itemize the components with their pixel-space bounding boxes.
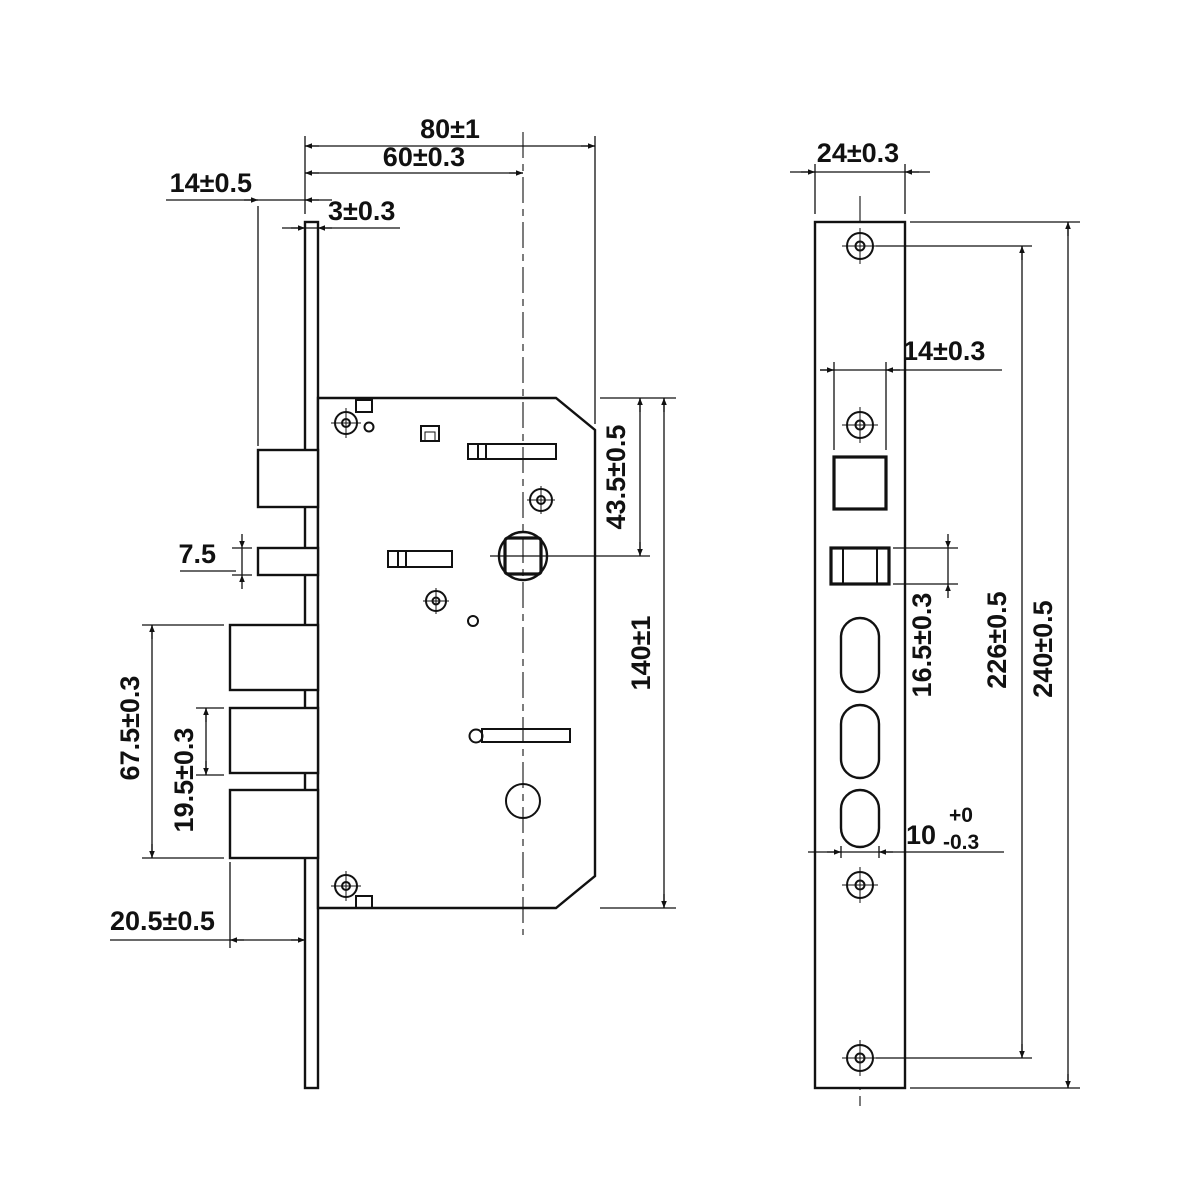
deadbolt-slot-3: [839, 788, 881, 849]
latch-bolt: [256, 448, 320, 509]
screw-hole: [842, 867, 878, 903]
dim-label-deadbolt-pitch: 19.5±0.3: [169, 728, 199, 833]
dim-label-latch-projection: 14±0.5: [170, 168, 252, 198]
dim-case-depth: 80±1: [305, 114, 595, 149]
tab-top: [355, 399, 373, 413]
dim-label-faceplate-thickness: 3±0.3: [328, 196, 395, 226]
dim-label-slot-tol-upper: +0: [949, 804, 973, 827]
dim-label-case-depth: 80±1: [420, 114, 480, 144]
spring-bar-mid: [387, 550, 453, 568]
dim-deadbolt-pitch: 19.5±0.3: [169, 708, 209, 833]
dim-case-height: 140±1: [626, 398, 667, 908]
lever-pivot: [468, 728, 484, 744]
dim-label-slot-width: 10: [906, 820, 936, 850]
dim-faceplate-thickness: 3±0.3: [282, 196, 400, 231]
stop-block-inner: [424, 431, 436, 442]
front-view: [813, 220, 907, 1090]
aux-cutout: [829, 546, 891, 586]
side-view: [228, 220, 597, 1090]
latch-cutout-square: [832, 455, 888, 511]
deadbolt-2: [228, 706, 320, 775]
dim-label-latch-cutout: 14±0.3: [903, 336, 985, 366]
deadbolt-3: [228, 788, 320, 860]
aux-bolt: [256, 546, 320, 577]
tab-bottom: [355, 895, 373, 909]
dim-label-screw-spacing: 226±0.5: [982, 591, 1012, 688]
dim-label-slot-tol-lower: -0.3: [943, 831, 979, 854]
deadbolt-1: [228, 623, 320, 692]
dimensions-side: 80±1 60±0.3 14±0.5 3±0.3 43.5±0.: [110, 114, 676, 948]
dim-deadbolt-projection: 20.5±0.5: [110, 906, 305, 943]
dim-label-plate-width: 24±0.3: [817, 138, 899, 168]
pin-mid: [467, 615, 479, 627]
dim-label-backset: 60±0.3: [383, 142, 465, 172]
deadbolt-slot-1: [839, 616, 881, 694]
dim-aux-cutout: 16.5±0.3: [907, 534, 951, 698]
faceplate-screw-holes: [842, 228, 878, 1076]
dim-label-top-to-hub: 43.5±0.5: [601, 425, 631, 530]
dim-label-plate-length: 240±0.5: [1028, 600, 1058, 697]
lever-bar-low: [481, 728, 571, 743]
dim-latch-projection: 14±0.5: [166, 168, 332, 203]
screw-hole: [842, 407, 878, 443]
deadbolt-slot-2: [839, 703, 881, 780]
dim-backset: 60±0.3: [305, 142, 523, 176]
dim-plate-width: 24±0.3: [790, 138, 930, 175]
dim-latch-cutout: 14±0.3: [820, 336, 1002, 373]
dim-plate-length: 240±0.5: [1028, 222, 1071, 1088]
screw-hole: [842, 1040, 878, 1076]
dim-screw-spacing: 226±0.5: [982, 246, 1025, 1058]
dim-deadbolt-span: 67.5±0.3: [115, 625, 155, 858]
spring-bar-top: [467, 443, 557, 460]
dim-label-aux-cutout: 16.5±0.3: [907, 593, 937, 698]
side-view-part: [228, 220, 597, 1090]
screw-hole: [842, 228, 878, 264]
dim-label-aux-bolt-height: 7.5: [178, 539, 216, 569]
dim-label-case-height: 140±1: [626, 616, 656, 691]
pin-top: [363, 421, 375, 433]
dimensions-front: 24±0.3 14±0.3 16.5±0.3 226±0.5 2: [790, 138, 1080, 1089]
dim-label-deadbolt-span: 67.5±0.3: [115, 676, 145, 781]
dim-aux-bolt-height: 7.5: [178, 534, 245, 589]
dim-label-deadbolt-projection: 20.5±0.5: [110, 906, 215, 936]
dim-top-to-hub: 43.5±0.5: [601, 398, 643, 556]
dim-slot-width: 10 +0 -0.3: [808, 804, 1004, 855]
lock-case: [316, 396, 597, 910]
